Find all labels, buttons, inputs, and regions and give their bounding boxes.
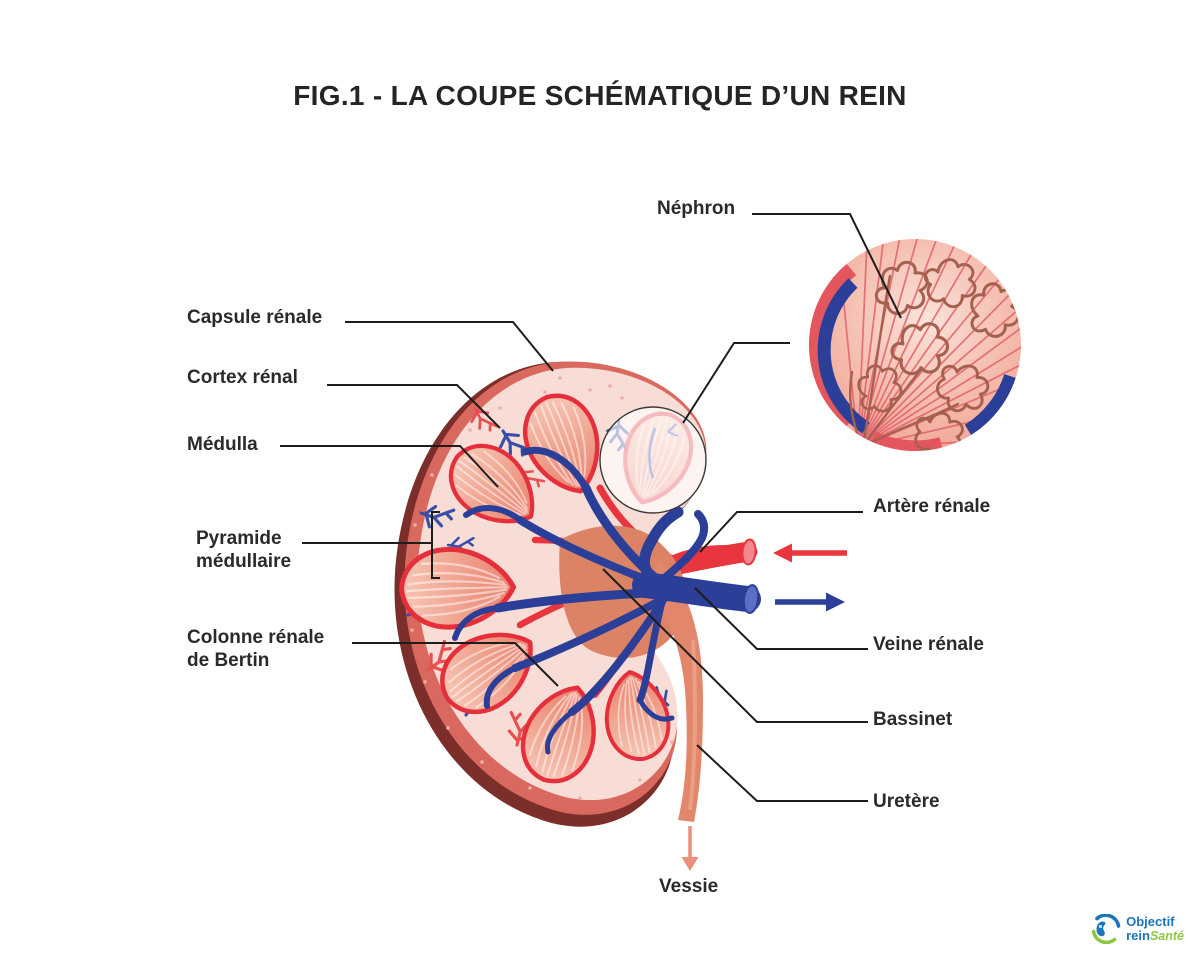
label-nephron: Néphron xyxy=(657,198,736,219)
logo-word-sante: Santé xyxy=(1149,929,1184,943)
leader-capsule xyxy=(345,321,554,372)
bracket-pyramide xyxy=(431,511,440,579)
leader-lines xyxy=(280,213,902,802)
logo-kidney-icon xyxy=(1091,914,1121,944)
leader-medulla xyxy=(280,445,499,488)
label-pyramide-medullaire: Pyramide médullaire xyxy=(196,527,291,573)
vein-flow-arrow-icon xyxy=(775,592,845,612)
ureter-flow-arrow-icon xyxy=(681,826,699,871)
leader-bassinet xyxy=(602,568,868,723)
label-vessie: Vessie xyxy=(659,876,719,897)
magnified-area-circle xyxy=(599,406,707,514)
renal-vein-cut-end xyxy=(742,584,760,614)
nephron-magnifier xyxy=(809,239,1021,451)
label-uretere: Uretère xyxy=(873,791,940,812)
leader-veine xyxy=(694,587,868,650)
logo-word-rein: rein xyxy=(1126,928,1150,943)
label-pyramide-line1: Pyramide xyxy=(196,528,282,549)
label-colonne-line1: Colonne rénale xyxy=(187,627,325,648)
kidney-body xyxy=(394,361,761,827)
label-colonne-renale-de-bertin: Colonne rénale de Bertin xyxy=(187,626,324,672)
label-medulla: Médulla xyxy=(187,434,258,455)
renal-artery-cut-end xyxy=(741,538,757,566)
leader-artere xyxy=(699,511,863,553)
leader-uretere xyxy=(696,744,868,802)
label-capsule-renale: Capsule rénale xyxy=(187,307,323,328)
leader-nephron xyxy=(752,213,902,319)
label-bassinet: Bassinet xyxy=(873,709,953,730)
label-colonne-line2: de Bertin xyxy=(187,650,270,671)
leader-magnifier-link xyxy=(682,342,790,424)
artery-flow-arrow-icon xyxy=(773,543,847,563)
flow-arrows xyxy=(681,543,847,871)
label-artere-renale: Artère rénale xyxy=(873,496,991,517)
label-veine-renale: Veine rénale xyxy=(873,634,984,655)
figure-title: FIG.1 - LA COUPE SCHÉMATIQUE D’UN REIN xyxy=(293,80,907,111)
label-cortex-renal: Cortex rénal xyxy=(187,367,298,388)
leader-cortex xyxy=(327,384,501,429)
leader-colonne xyxy=(352,642,559,687)
logo-word-objectif: Objectif xyxy=(1126,914,1175,929)
logo-objectif-rein-sante: Objectif reinSanté xyxy=(1091,914,1184,944)
label-pyramide-line2: médullaire xyxy=(196,551,292,572)
